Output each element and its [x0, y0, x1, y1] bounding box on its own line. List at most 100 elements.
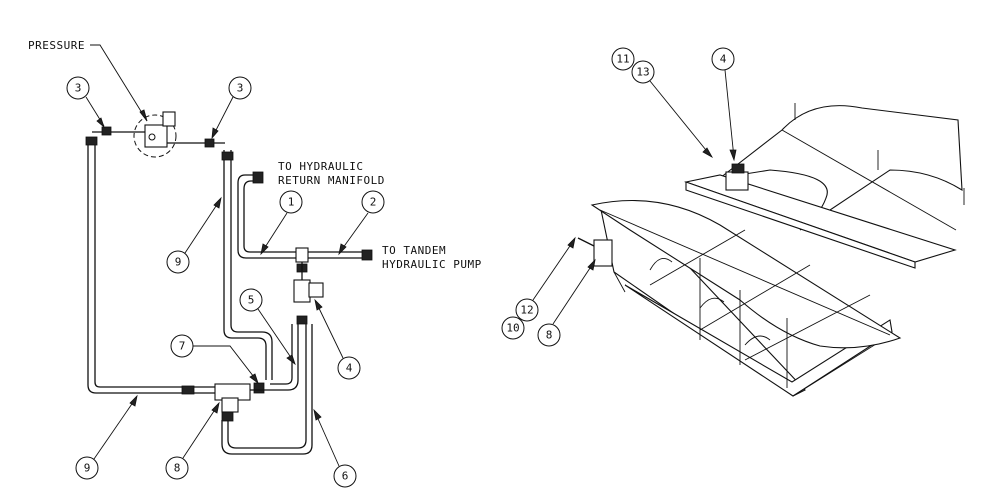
callout-11-text: 11: [616, 53, 629, 66]
callout-3-right: [228, 76, 252, 100]
hose-5-inner: [270, 324, 293, 385]
frame-front-corner: [613, 271, 626, 293]
valve-4-iso: [725, 171, 749, 191]
arrow-5: [286, 354, 296, 366]
cross-member-3: [744, 294, 871, 361]
arrow-3-left: [96, 117, 105, 129]
arch-1: [649, 257, 673, 271]
callout-1-text: 1: [288, 196, 295, 209]
leader-7: [193, 345, 258, 382]
callout-12: [515, 298, 539, 322]
cross-member-1: [649, 229, 746, 286]
callout-5: [239, 288, 263, 312]
callout-9-upper-text: 9: [175, 256, 182, 269]
callout-10-text: 10: [506, 322, 519, 335]
arch-3: [744, 335, 771, 346]
pressure-leader: [90, 44, 148, 122]
top-deck-edge: [685, 181, 916, 269]
callout-5-text: 5: [248, 294, 255, 307]
pump-label-2: HYDRAULIC PUMP: [382, 258, 482, 271]
callout-9-lower: [75, 456, 99, 480]
valve-8-iso: [593, 239, 613, 267]
callout-4-text: 4: [346, 362, 353, 375]
callout-13-text: 13: [636, 66, 649, 79]
callout-9-upper: [166, 250, 190, 274]
callout-4-right-text: 4: [720, 53, 727, 66]
leader-9-upper: [184, 199, 221, 254]
return-label-2: RETURN MANIFOLD: [278, 174, 385, 187]
callout-2-text: 2: [370, 196, 377, 209]
fitting-6: [221, 411, 234, 422]
fitting-4-bottom: [296, 315, 308, 325]
pressure-label: PRESSURE: [28, 39, 85, 52]
callout-11: [611, 47, 635, 71]
hydraulic-schematic: PRESSURE 3 3: [28, 39, 482, 488]
callout-4-right: [711, 47, 735, 71]
leader-2: [339, 212, 369, 253]
pump-label-1: TO TANDEM: [382, 244, 446, 257]
front-shield-crease: [599, 209, 891, 336]
return-hose-outer: [237, 174, 300, 259]
arrow-4: [314, 298, 323, 311]
cross-member-2: [699, 264, 811, 331]
fitting-3-right: [204, 138, 215, 148]
callout-8: [165, 456, 189, 480]
arrow-12: [567, 236, 576, 249]
return-hose-inner: [243, 180, 300, 253]
fitting-9-top: [221, 151, 234, 161]
leader-6: [314, 411, 340, 467]
hose-5-outer: [270, 324, 299, 391]
callout-8-right-text: 8: [546, 329, 553, 342]
leader-4-right: [724, 69, 735, 159]
callout-6: [333, 464, 357, 488]
callout-9-lower-text: 9: [84, 462, 91, 475]
leader-13: [649, 80, 711, 156]
arrow-9-upper: [213, 196, 222, 209]
fitting-return: [252, 171, 264, 184]
arrow-2: [338, 243, 347, 256]
pressure-valve-body: [144, 124, 168, 148]
body-isometric-view: 11 13 4 12 10 8: [501, 47, 965, 397]
pressure-zone-circle: [133, 114, 177, 158]
leader-4: [315, 301, 344, 359]
front-shield: [590, 200, 902, 349]
callout-4: [337, 356, 361, 380]
arrow-8-right: [587, 258, 596, 271]
arrow-1: [260, 243, 269, 256]
fitting-left-top: [85, 136, 98, 146]
pressure-valve: [133, 111, 177, 158]
arrow-8: [211, 401, 220, 414]
callout-3-right-text: 3: [237, 82, 244, 95]
fitting-pump: [361, 249, 373, 261]
pressure-arrowhead: [139, 109, 148, 122]
return-label-1: TO HYDRAULIC: [278, 160, 363, 173]
valve-8-hose: [577, 237, 595, 247]
pressure-valve-port: [148, 133, 156, 141]
rear-shield-edge: [781, 129, 957, 231]
callout-13: [631, 60, 655, 84]
arrow-3-right: [211, 127, 219, 140]
valve-4-iso-top: [731, 163, 745, 174]
hose-6-outer: [227, 324, 307, 449]
callout-8-text: 8: [174, 462, 181, 475]
callout-12-text: 12: [520, 304, 533, 317]
leader-3-right: [212, 96, 234, 137]
hose-9-right-inner: [230, 150, 273, 380]
callout-10: [501, 316, 525, 340]
leader-12: [532, 239, 575, 301]
arrow-6: [313, 408, 322, 421]
callout-7-text: 7: [179, 340, 186, 353]
frame-bottom: [624, 284, 893, 397]
tee-fitting: [295, 247, 309, 263]
fitting-3-left: [101, 126, 112, 136]
arrow-7: [249, 373, 259, 385]
hose-6-inner: [221, 324, 313, 455]
fitting-left-bottom: [181, 385, 195, 395]
pressure-valve-cap: [162, 111, 176, 127]
callout-6-text: 6: [342, 470, 349, 483]
callout-8-right: [537, 323, 561, 347]
hose-9-right-outer: [223, 150, 267, 380]
leader-8-right: [552, 261, 595, 325]
leader-8: [182, 404, 219, 459]
valve-4-handle: [308, 282, 324, 298]
